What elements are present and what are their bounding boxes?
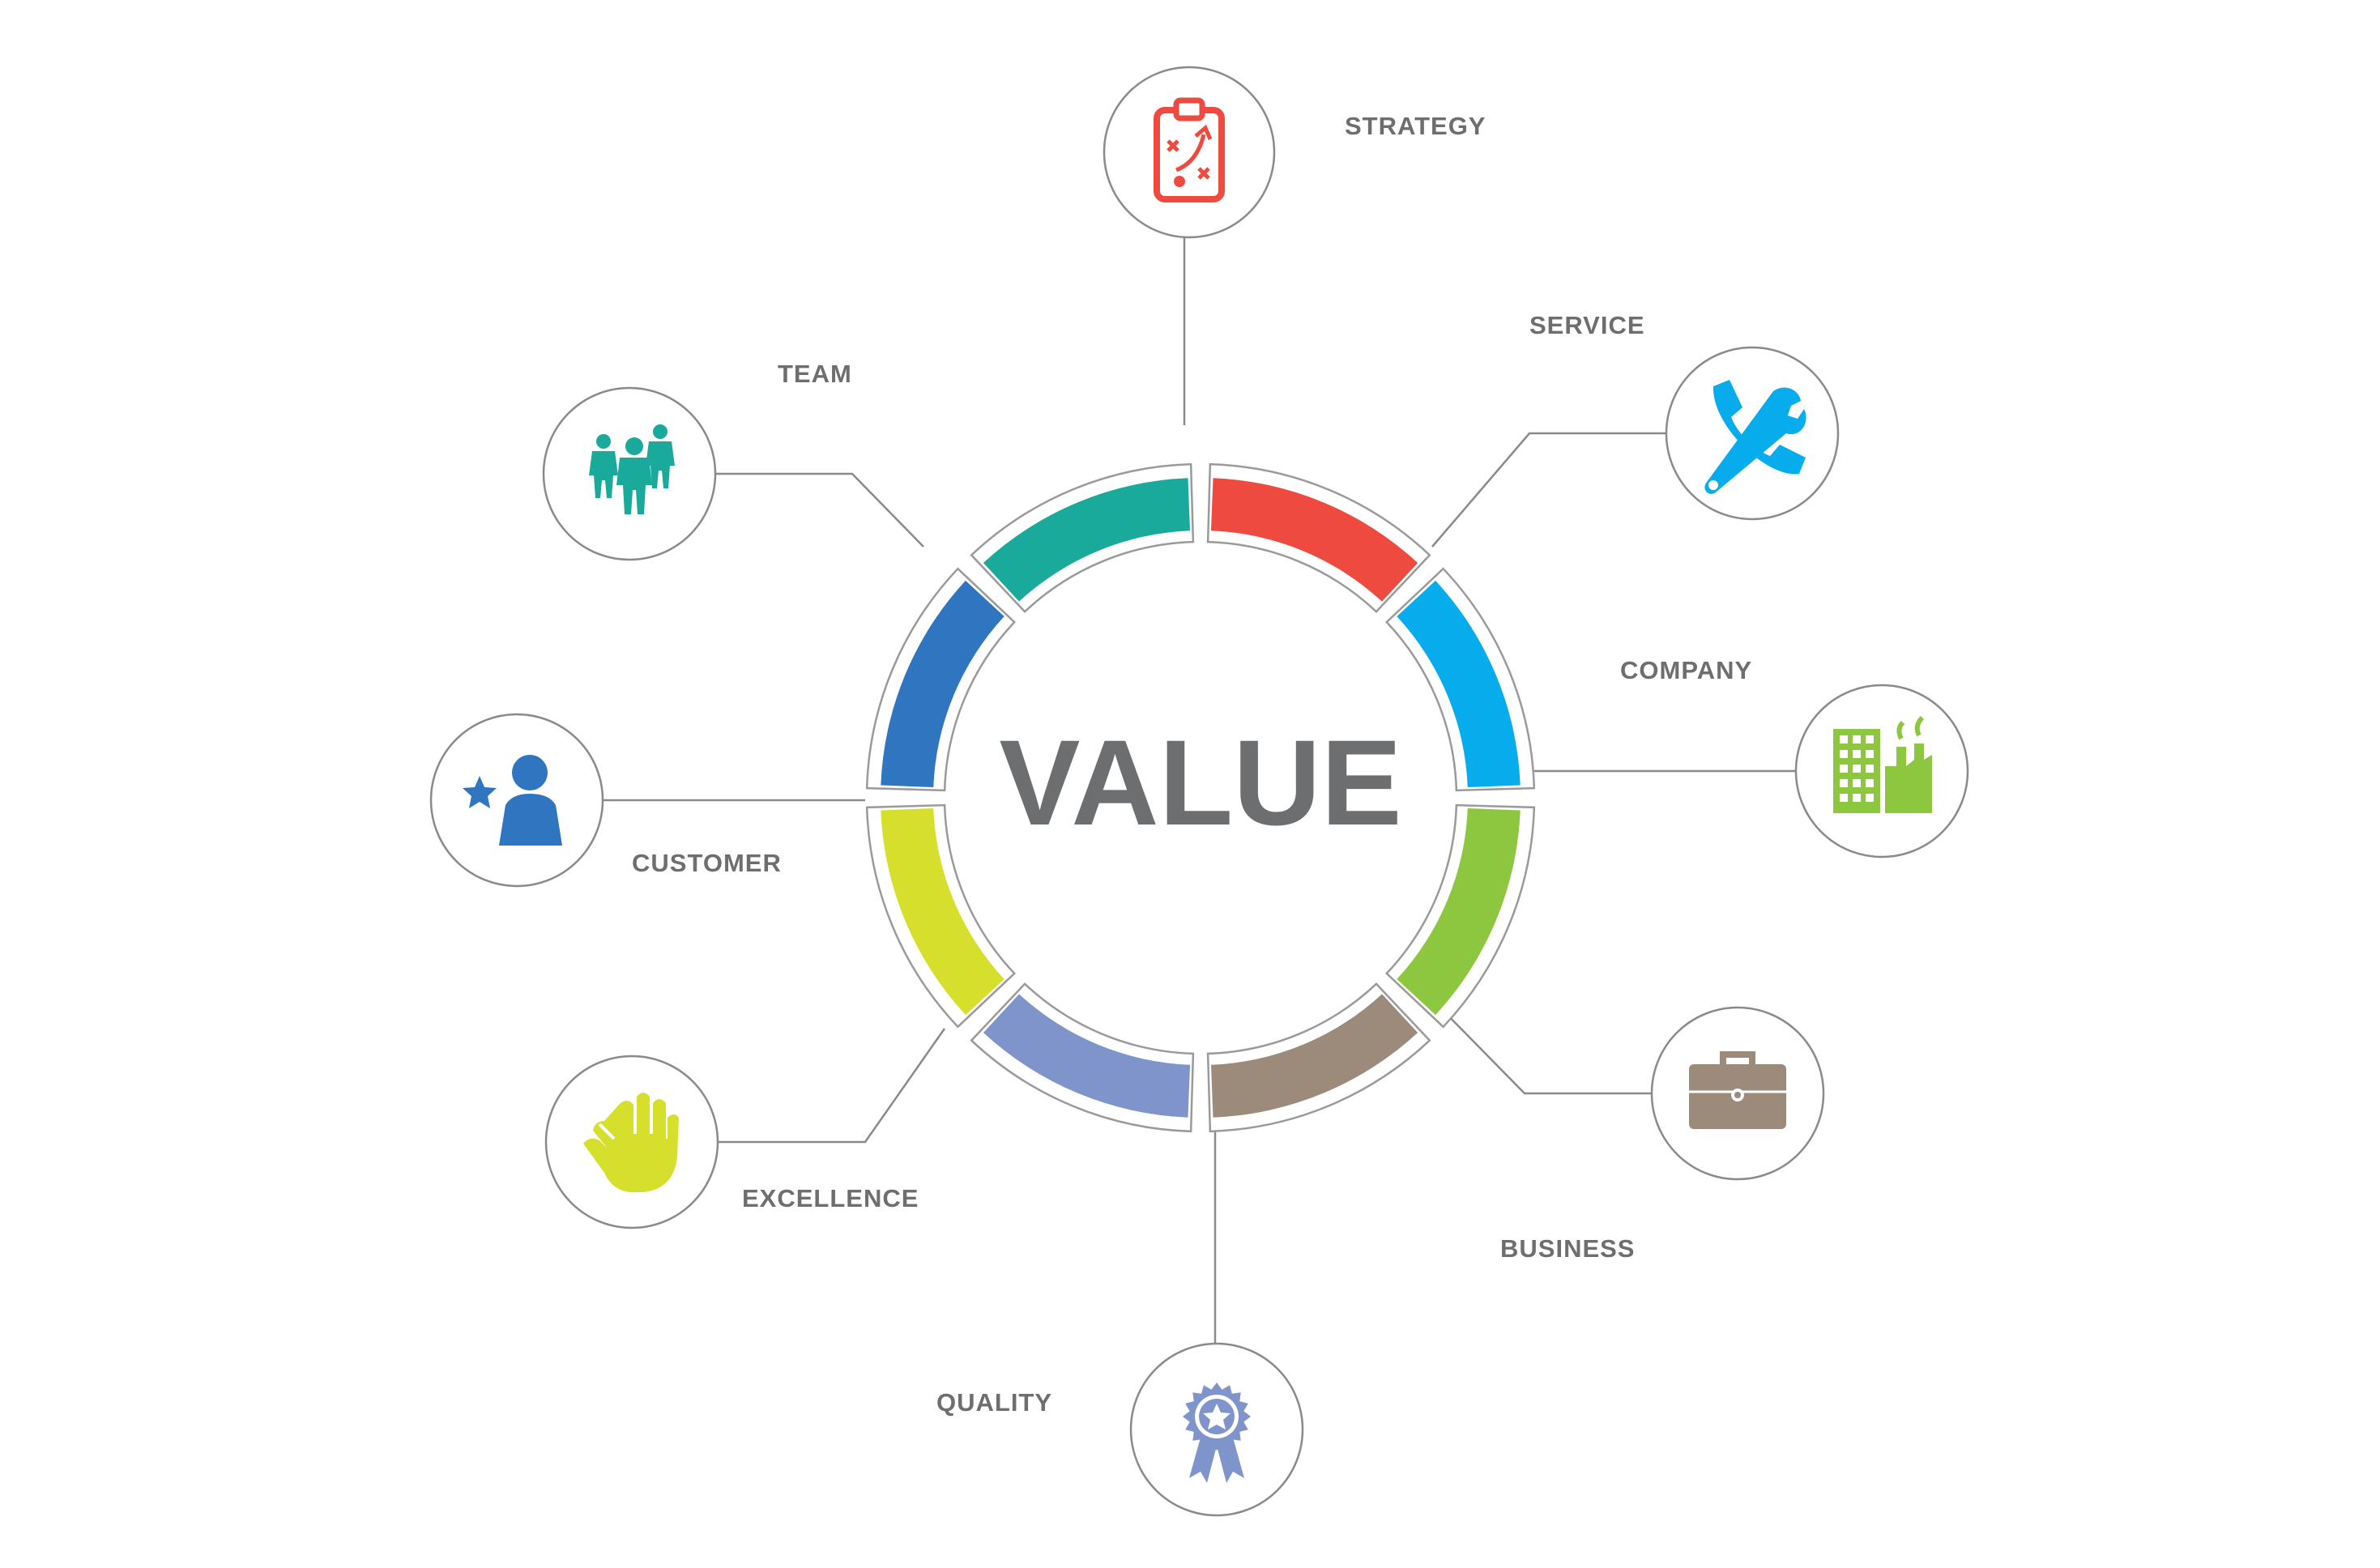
connector-excellence — [715, 1028, 946, 1144]
node-excellence — [544, 1055, 719, 1229]
center-title: VALUE — [999, 714, 1401, 850]
ok-hand-icon — [583, 1093, 679, 1192]
ring-segment-team — [983, 478, 1191, 602]
label-customer: CUSTOMER — [632, 849, 782, 877]
ring-segment-service — [1397, 580, 1521, 788]
node-team — [542, 386, 717, 561]
customer-star-icon — [463, 755, 562, 846]
node-customer — [429, 713, 604, 888]
ring-segment-excellence — [881, 807, 1004, 1016]
ring-segment-strategy — [1210, 478, 1418, 602]
team-people-icon — [589, 424, 675, 514]
node-strategy — [1103, 66, 1276, 239]
ring-segments — [865, 462, 1536, 1133]
node-company — [1794, 684, 1969, 859]
factory-building-icon — [1833, 715, 1932, 813]
clipboard-strategy-icon — [1154, 97, 1225, 202]
connector-lines — [602, 236, 1797, 1343]
phone-wrench-icon — [1704, 380, 1806, 494]
label-team: TEAM — [778, 360, 852, 388]
connector-service — [1431, 432, 1666, 548]
node-quality — [1129, 1342, 1304, 1517]
ring-segment-quality — [983, 994, 1191, 1118]
ring-segment-business — [1210, 994, 1418, 1118]
node-business — [1650, 1006, 1825, 1181]
award-rosette-icon — [1183, 1383, 1251, 1483]
briefcase-icon — [1689, 1051, 1786, 1129]
node-service — [1665, 346, 1840, 521]
label-strategy: STRATEGY — [1345, 112, 1486, 140]
ring-segment-company — [1397, 807, 1521, 1016]
label-quality: QUALITY — [936, 1388, 1052, 1417]
ring-segment-customer — [881, 580, 1004, 788]
connector-business — [1435, 1002, 1663, 1095]
label-business: BUSINESS — [1500, 1234, 1635, 1263]
label-service: SERVICE — [1529, 311, 1645, 339]
label-excellence: EXCELLENCE — [742, 1184, 919, 1212]
label-company: COMPANY — [1620, 656, 1752, 684]
connector-team — [715, 472, 924, 548]
